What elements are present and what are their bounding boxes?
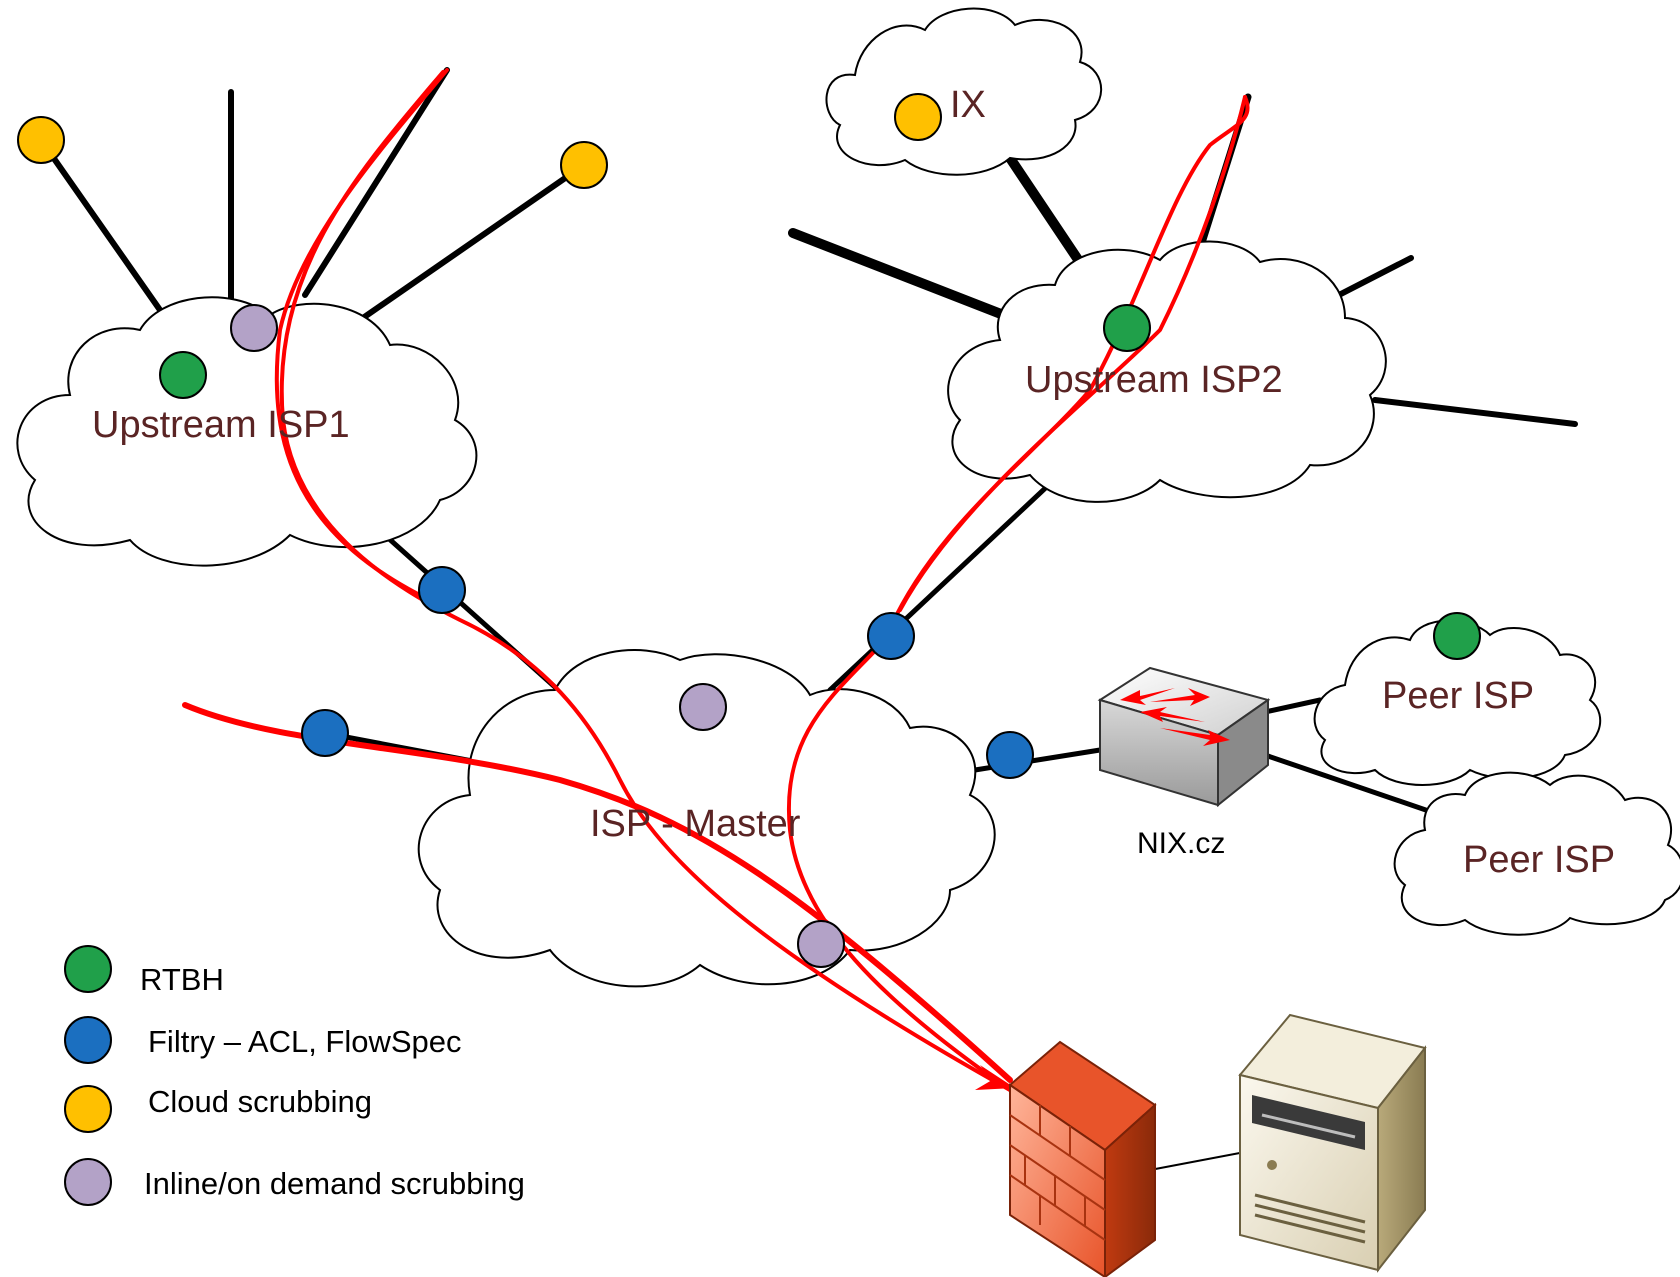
nix-filter-node	[986, 731, 1034, 779]
cloud-label-ix: IX	[950, 84, 986, 126]
legend: RTBH Filtry – ACL, FlowSpec Cloud scrubb…	[64, 945, 525, 1206]
nodes	[17, 93, 1481, 968]
isp2-rtbh-node	[1103, 304, 1151, 352]
link-isp2-master	[827, 462, 1073, 693]
legend-rtbh-label: RTBH	[140, 962, 224, 997]
links	[38, 67, 1578, 1171]
isp2-filter-node	[867, 612, 915, 660]
cloud-label-peer-isp-2: Peer ISP	[1463, 839, 1615, 881]
attack-path-isp1-return	[274, 68, 449, 607]
attack-paths	[182, 68, 1250, 1092]
isp1-spoke-cloud-scrubbing-node-2	[560, 141, 608, 189]
cloud-label-peer-isp-1: Peer ISP	[1382, 675, 1534, 717]
edge-inline-scrubbing-node	[797, 920, 845, 968]
peer-rtbh-node	[1433, 612, 1481, 660]
link-isp1-spoke-1	[38, 137, 163, 313]
cloud-label-isp-master: ISP - Master	[590, 803, 801, 845]
cloud-upstream-isp1	[16, 296, 478, 567]
legend-cloud-scrubbing-label: Cloud scrubbing	[148, 1084, 372, 1119]
legend-rtbh-swatch	[64, 945, 112, 993]
link-isp2-spoke-lower	[1372, 397, 1578, 427]
cloud-label-upstream-isp1: Upstream ISP1	[92, 404, 350, 446]
cloud-peer-isp-2	[1393, 771, 1680, 936]
nix-label: NIX.cz	[1137, 827, 1225, 860]
attack-path-left	[182, 702, 1013, 1083]
link-nix-peer2	[1262, 752, 1458, 823]
link-firewall-server	[1149, 1151, 1246, 1171]
legend-filter-label: Filtry – ACL, FlowSpec	[148, 1024, 462, 1059]
switch-icon	[1097, 666, 1271, 808]
isp1-filter-node	[418, 566, 466, 614]
attack-path-isp2-return	[898, 95, 1247, 612]
cloud-upstream-isp2	[947, 240, 1387, 503]
master-inline-scrubbing-node	[679, 683, 727, 731]
legend-inline-scrubbing-label: Inline/on demand scrubbing	[144, 1166, 525, 1201]
link-isp1-spoke-3	[302, 67, 450, 298]
cloud-isp-master	[417, 649, 996, 988]
cloud-ix	[825, 7, 1103, 176]
cloud-label-upstream-isp2: Upstream ISP2	[1025, 359, 1283, 401]
firewall-icon	[1008, 1040, 1157, 1277]
isp1-inline-scrubbing-node	[230, 304, 278, 352]
link-nix-peer1	[1262, 697, 1323, 715]
legend-inline-scrubbing-swatch	[64, 1158, 112, 1206]
server-icon	[1238, 1013, 1427, 1273]
legend-cloud-scrubbing-swatch	[64, 1085, 112, 1133]
link-isp1-spoke-4	[357, 162, 587, 323]
legend-filter-swatch	[64, 1016, 112, 1064]
attack-arrowhead	[975, 1065, 1015, 1090]
isp1-rtbh-node	[159, 351, 207, 399]
attack-path-isp1	[279, 70, 1012, 1092]
ix-cloud-scrubbing-node	[894, 93, 942, 141]
isp1-spoke-cloud-scrubbing-node	[17, 116, 65, 164]
left-filter-node	[301, 709, 349, 757]
